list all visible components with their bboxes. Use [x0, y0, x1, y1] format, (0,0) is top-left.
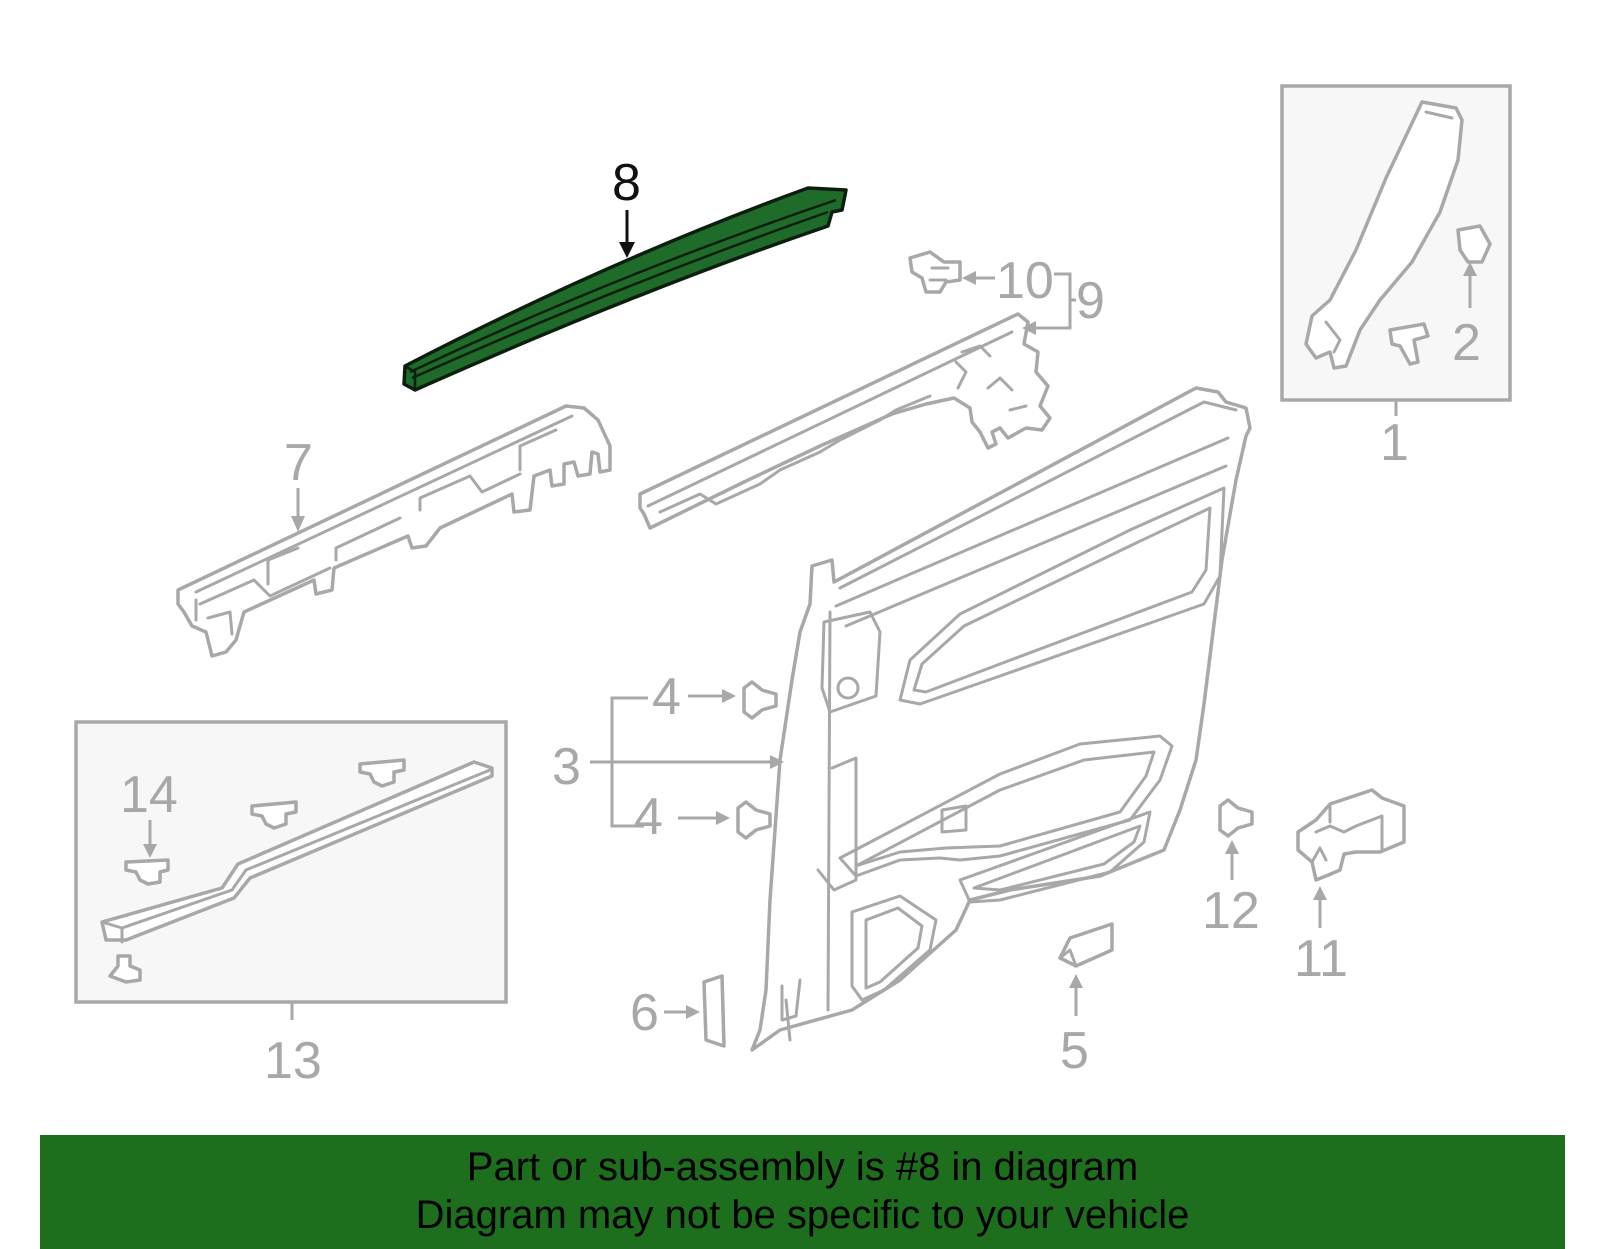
part-12-clip: 12: [1202, 798, 1260, 940]
pillar-garnish: [1304, 100, 1464, 370]
callout-9: 9: [1076, 272, 1105, 330]
door-trim-panel: [750, 386, 1252, 1052]
callout-3: 3: [552, 738, 581, 796]
clip-part-14-a: [358, 758, 406, 788]
clip-part-14-c: [124, 858, 170, 886]
callout-10: 10: [996, 252, 1054, 310]
clip-part-12: [1218, 798, 1254, 838]
part-6-pad: 6: [630, 974, 726, 1048]
callout-1: 1: [1380, 414, 1409, 472]
part-3-door-panel: 3: [552, 386, 1252, 1052]
lower-armrest-cavity: [958, 810, 1152, 904]
callout-11: 11: [1294, 930, 1348, 988]
callout-6: 6: [630, 984, 659, 1042]
callout-8: 8: [612, 154, 641, 212]
bolt-part-10: [908, 250, 962, 294]
pad-part-6: [702, 974, 726, 1048]
part-4-clips: 4 4: [634, 668, 778, 846]
callout-12: 12: [1202, 882, 1260, 940]
clip-part-14-d: [108, 954, 142, 984]
callout-13: 13: [264, 1032, 322, 1090]
callout-4-lower: 4: [634, 788, 663, 846]
rail-part-7: [176, 404, 612, 658]
banner-line-disclaimer: Diagram may not be specific to your vehi…: [415, 1193, 1190, 1237]
clip-part-4-lower: [736, 800, 772, 840]
scuff-plate-inset: 14 13: [74, 720, 508, 1090]
pillar-garnish-inset: 2 1: [1280, 84, 1512, 472]
scuff-plate-part-13: [100, 760, 494, 942]
part-5-pad: 5: [1058, 922, 1114, 1080]
callout-7: 7: [284, 434, 313, 492]
clip-part-14-b: [250, 800, 298, 830]
rail-part-9: [638, 312, 1052, 530]
part-8-weatherstrip: 8: [402, 154, 848, 392]
part-9-rail: 10 9: [638, 250, 1105, 530]
callout-4-upper: 4: [652, 668, 681, 726]
banner-line-part: Part or sub-assembly is #8 in diagram: [466, 1145, 1139, 1189]
callout-2: 2: [1452, 314, 1481, 372]
upper-armrest-cavity: [898, 486, 1226, 706]
speaker-pocket: [820, 610, 882, 714]
clip-part-4-upper: [742, 680, 778, 720]
info-banner: Part or sub-assembly is #8 in diagram Di…: [40, 1135, 1565, 1249]
callout-5: 5: [1060, 1022, 1089, 1080]
clip-part-2-upper: [1456, 224, 1492, 264]
bracket-part-11: [1296, 788, 1406, 882]
part-7-rail: 7: [176, 404, 612, 658]
callout-14: 14: [120, 766, 178, 824]
part-11-bracket: 11: [1294, 788, 1406, 988]
pad-part-5: [1058, 922, 1114, 968]
storage-pocket: [850, 894, 938, 1002]
clip-part-2-lower: [1388, 322, 1430, 366]
